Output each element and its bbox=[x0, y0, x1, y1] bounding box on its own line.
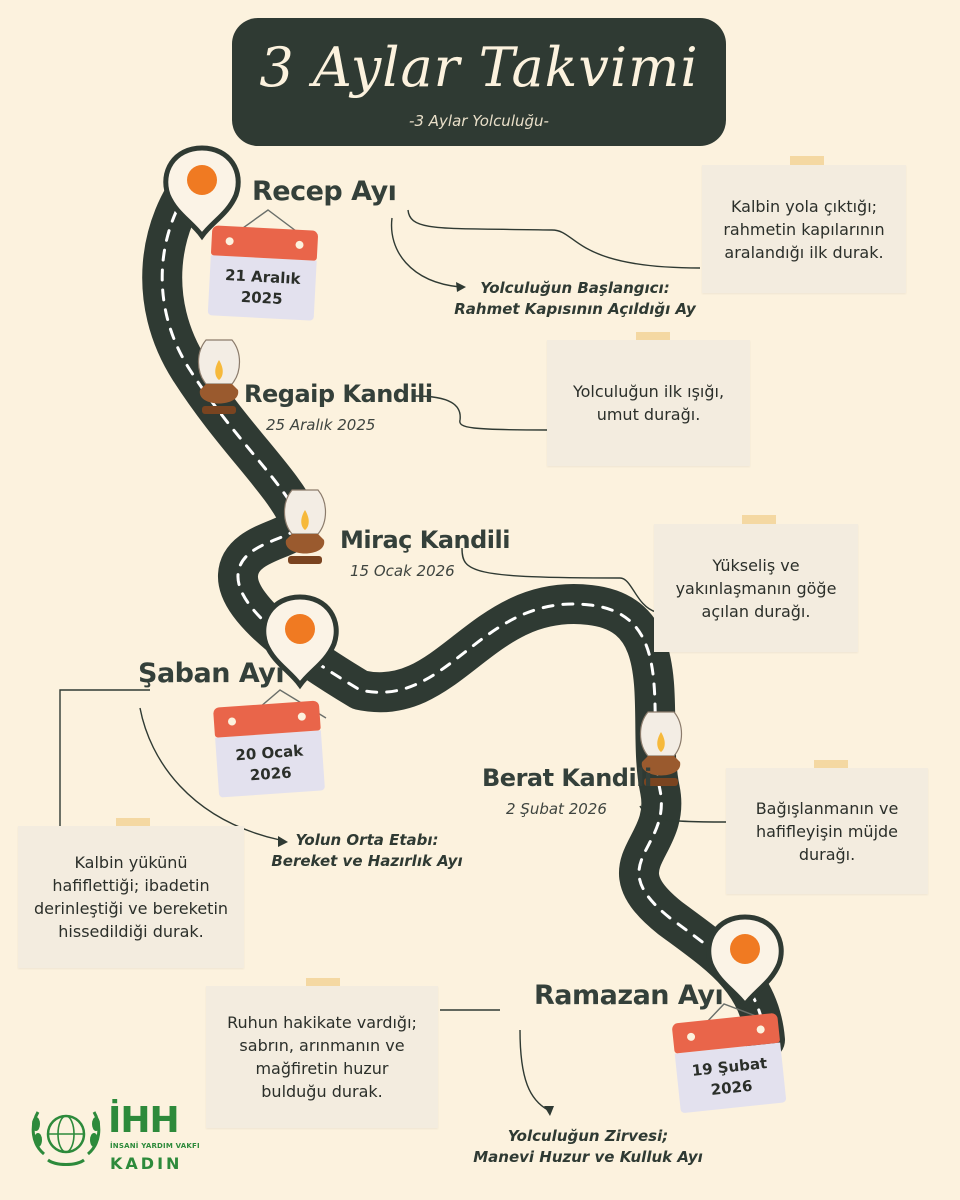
ihh-logo: İHH İNSANİ YARDIM VAKFI KADIN bbox=[24, 1100, 200, 1176]
card-line: Kalbin yola çıktığı; bbox=[730, 196, 878, 216]
stop-date-berat: 2 Şubat 2026 bbox=[506, 800, 607, 818]
logo-division: KADIN bbox=[110, 1154, 183, 1173]
stop-date-regaip: 25 Aralık 2025 bbox=[266, 416, 376, 434]
oil-lamp-icon-berat bbox=[639, 711, 683, 786]
road-path bbox=[142, 158, 785, 1060]
card-line: hissedildiği durak. bbox=[58, 922, 204, 941]
note-line-1: Yolculuğun Başlangıcı: bbox=[480, 279, 670, 297]
calendar-body: 21 Aralık 2025 bbox=[207, 255, 317, 321]
title-banner: 3 Aylar Takvimi -3 Aylar Yolculuğu- bbox=[232, 18, 726, 146]
card-line: Yolculuğun ilk ışığı, bbox=[572, 382, 725, 401]
card-line: hafiflettiği; ibadetin bbox=[52, 876, 210, 895]
calendar-date-year: 2026 bbox=[249, 763, 293, 785]
card-line: Bağışlanmanın ve bbox=[755, 798, 899, 818]
calendar-date-year: 2026 bbox=[709, 1076, 754, 1099]
calendar-body: 20 Ocak 2026 bbox=[215, 730, 326, 798]
card-ramazan: Ruhun hakikate vardığı; sabrın, arınmanı… bbox=[206, 986, 438, 1128]
stop-title-regaip: Regaip Kandili bbox=[244, 380, 433, 408]
globe-wreath-icon bbox=[31, 1111, 101, 1166]
logo-tagline: İNSANİ YARDIM VAKFI bbox=[110, 1142, 200, 1150]
card-line: durağı. bbox=[798, 844, 856, 864]
card-line: umut durağı. bbox=[596, 405, 701, 424]
calendar-date-day: 21 Aralık bbox=[224, 266, 301, 288]
calendar-saban: 20 Ocak 2026 bbox=[212, 700, 326, 798]
calendar-header bbox=[210, 225, 319, 261]
card-line: bulduğu durak. bbox=[261, 1082, 383, 1101]
card-line: aralandığı ilk durak. bbox=[724, 242, 884, 262]
stop-date-mirac: 15 Ocak 2026 bbox=[350, 562, 455, 580]
location-pin-icon-saban bbox=[261, 594, 339, 690]
stop-title-berat: Berat Kandili bbox=[482, 764, 652, 792]
card-line: Kalbin yükünü bbox=[74, 853, 188, 872]
note-line-1: Yolun Orta Etabı: bbox=[295, 831, 439, 849]
note-line-1: Yolculuğun Zirvesi; bbox=[507, 1127, 669, 1145]
card-line: mağfiretin huzur bbox=[255, 1059, 389, 1078]
note-saban: Yolun Orta Etabı: Bereket ve Hazırlık Ay… bbox=[262, 830, 472, 872]
card-saban: Kalbin yükünü hafiflettiği; ibadetin der… bbox=[18, 826, 244, 968]
card-line: sabrın, arınmanın ve bbox=[239, 1036, 405, 1055]
page-title: 3 Aylar Takvimi bbox=[259, 36, 699, 99]
stop-title-recep: Recep Ayı bbox=[252, 176, 397, 207]
stop-title-saban: Şaban Ayı bbox=[138, 658, 285, 689]
card-mirac: Yükseliş ve yakınlaşmanın göğe açılan du… bbox=[654, 524, 858, 652]
location-pin-icon-ramazan bbox=[706, 914, 784, 1010]
page-subtitle: -3 Aylar Yolculuğu- bbox=[409, 112, 549, 130]
calendar-date-year: 2025 bbox=[240, 287, 284, 309]
note-recep: Yolculuğun Başlangıcı: Rahmet Kapısının … bbox=[440, 278, 710, 320]
card-line: derinleştiği ve bereketin bbox=[33, 899, 229, 918]
calendar-ramazan: 19 Şubat 2026 bbox=[671, 1012, 787, 1114]
card-regaip: Yolculuğun ilk ışığı, umut durağı. bbox=[547, 340, 750, 466]
calendar-recep: 21 Aralık 2025 bbox=[207, 225, 319, 321]
note-line-2: Manevi Huzur ve Kulluk Ayı bbox=[473, 1148, 703, 1166]
note-line-2: Bereket ve Hazırlık Ayı bbox=[271, 852, 463, 870]
card-line: Ruhun hakikate vardığı; bbox=[227, 1013, 417, 1032]
calendar-date-day: 20 Ocak bbox=[234, 741, 304, 765]
card-line: rahmetin kapılarının bbox=[723, 219, 885, 239]
connector-arrowheads bbox=[278, 282, 554, 1116]
stop-title-mirac: Miraç Kandili bbox=[340, 526, 510, 554]
card-line: açılan durağı. bbox=[701, 601, 811, 621]
card-line: hafifleyişin müjde bbox=[755, 821, 899, 841]
note-line-2: Rahmet Kapısının Açıldığı Ay bbox=[454, 300, 696, 318]
logo-brand: İHH bbox=[108, 1100, 180, 1141]
oil-lamp-icon-mirac bbox=[283, 489, 327, 564]
card-line: Yükseliş ve bbox=[712, 555, 800, 575]
card-recep: Kalbin yola çıktığı; rahmetin kapılarını… bbox=[702, 165, 906, 293]
stop-title-ramazan: Ramazan Ayı bbox=[534, 980, 724, 1011]
card-line: yakınlaşmanın göğe bbox=[675, 578, 837, 598]
note-ramazan: Yolculuğun Zirvesi; Manevi Huzur ve Kull… bbox=[448, 1126, 728, 1168]
location-pin-icon-recep bbox=[163, 145, 241, 241]
card-berat: Bağışlanmanın ve hafifleyişin müjde dura… bbox=[726, 768, 928, 894]
calendar-body: 19 Şubat 2026 bbox=[674, 1042, 787, 1114]
oil-lamp-icon-regaip bbox=[197, 339, 241, 414]
